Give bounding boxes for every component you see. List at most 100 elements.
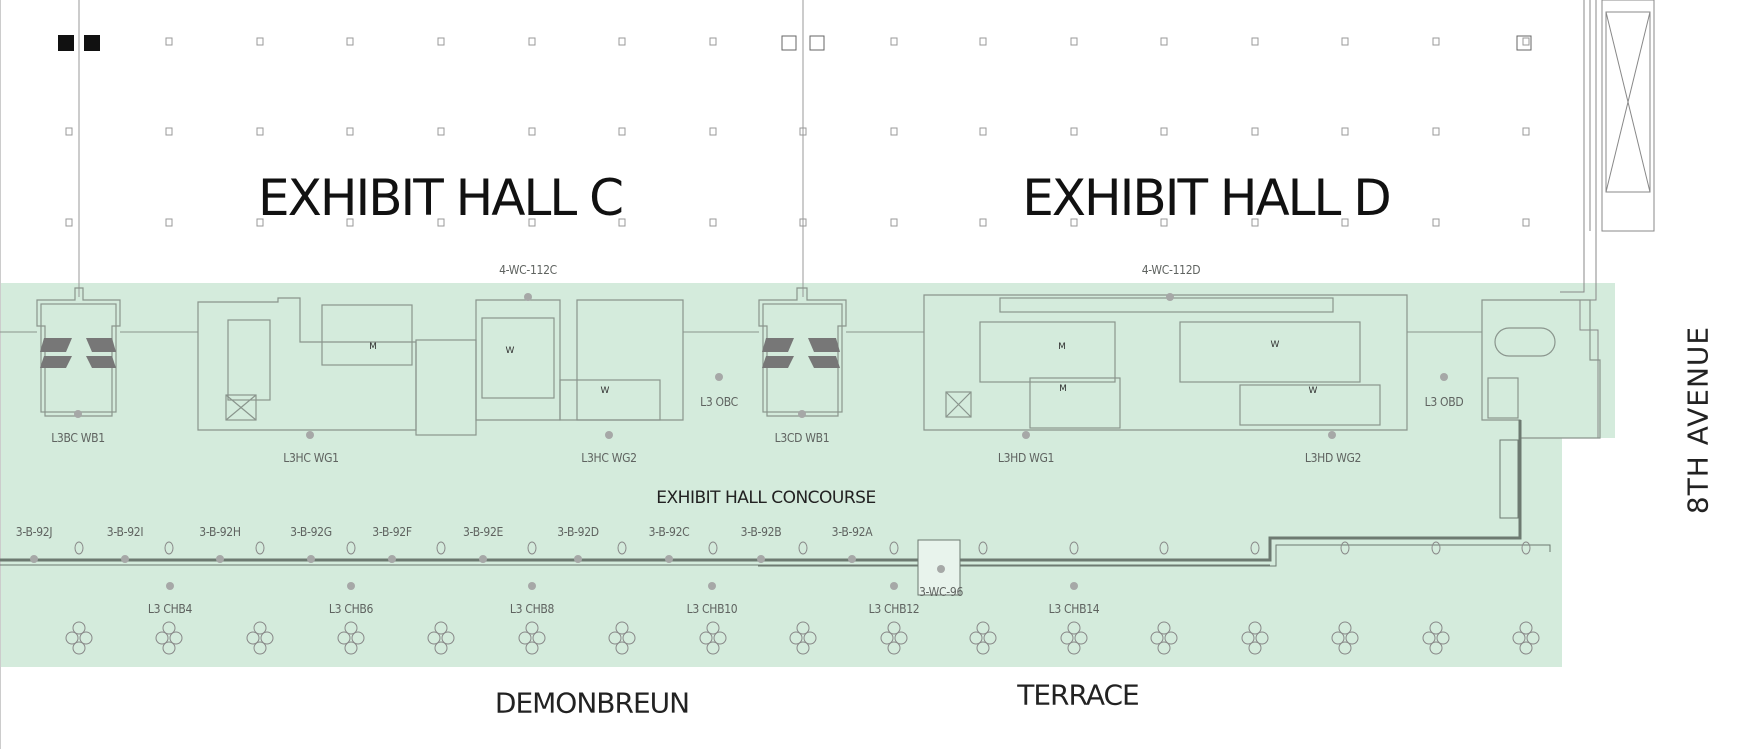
marker-dot-l3-obc[interactable] [715,373,723,381]
marker-dot-l3-obd[interactable] [1440,373,1448,381]
booth-marker-dot[interactable] [121,555,129,563]
column-marker [1070,127,1078,136]
booth-label[interactable]: 3-B-92F [372,525,412,539]
concourse-wall [0,420,1551,596]
chb-label[interactable]: L3 CHB14 [1048,602,1100,616]
column-marker [709,127,717,136]
planter-column [246,621,274,655]
column-marker [979,37,987,46]
column-marker [1251,37,1259,46]
marker-dot-l3bc-wb1[interactable] [74,410,82,418]
column-marker [256,37,264,46]
column [74,541,84,555]
concourse-area [0,283,1615,667]
column-marker [1341,218,1349,227]
booth-marker-dot[interactable] [30,555,38,563]
booth-label[interactable]: 3-B-92I [106,525,144,539]
planter-column [65,621,93,655]
chb-label[interactable]: L3 CHB4 [147,602,193,616]
marker-dot-wc-112d[interactable] [1166,293,1174,301]
column [164,541,174,555]
column-marker [256,218,264,227]
planter-column [1241,621,1269,655]
booth-label[interactable]: 3-B-92J [15,525,53,539]
marker-dot-wc-96[interactable] [937,565,945,573]
column [798,541,808,555]
chb-label[interactable]: L3 CHB8 [509,602,555,616]
planter-column [969,621,997,655]
street-terrace: TERRACE [1017,678,1139,712]
chb-marker-dot[interactable] [166,582,174,590]
planter-column [518,621,546,655]
column-marker [65,218,73,227]
mens-room-label: M [369,342,377,352]
booth-label[interactable]: 3-B-92D [557,525,599,539]
column-marker [346,218,354,227]
column [617,541,627,555]
womens-room-label: W [1270,340,1280,350]
planter-column [699,621,727,655]
column-marker [256,127,264,136]
womens-room-label: W [505,346,515,356]
chb-label[interactable]: L3 CHB12 [868,602,920,616]
booth-marker-dot[interactable] [574,555,582,563]
booth-label[interactable]: 3-B-92H [199,525,241,539]
column-marker [709,37,717,46]
marker-label-l3-obc[interactable]: L3 OBC [700,395,738,409]
booth-label[interactable]: 3-B-92G [290,525,332,539]
planter-column [1331,621,1359,655]
marker-label-wc-112d[interactable]: 4-WC-112D [1141,263,1201,277]
planter-column [1512,621,1540,655]
chb-marker-dot[interactable] [347,582,355,590]
planter-column [155,621,183,655]
marker-dot-l3hc-wg2[interactable] [605,431,613,439]
column [978,541,988,555]
chb-marker-dot[interactable] [708,582,716,590]
hall-d-label: EXHIBIT HALL D [1022,169,1392,227]
chb-label[interactable]: L3 CHB6 [328,602,374,616]
marker-label-l3hd-wg1[interactable]: L3HD WG1 [997,451,1055,465]
marker-dot-l3hc-wg1[interactable] [306,431,314,439]
marker-label-wc-112c[interactable]: 4-WC-112C [499,263,557,277]
booth-marker-dot[interactable] [388,555,396,563]
booth-marker-dot[interactable] [216,555,224,563]
marker-label-l3hc-wg1[interactable]: L3HC WG1 [283,451,339,465]
chb-label[interactable]: L3 CHB10 [686,602,738,616]
marker-label-l3hc-wg2[interactable]: L3HC WG2 [581,451,637,465]
booth-marker-dot[interactable] [848,555,856,563]
chb-marker-dot[interactable] [1070,582,1078,590]
chb-marker-dot[interactable] [528,582,536,590]
column [346,541,356,555]
marker-label-l3hd-wg2[interactable]: L3HD WG2 [1304,451,1362,465]
booth-marker-dot[interactable] [757,555,765,563]
marker-dot-l3hd-wg2[interactable] [1328,431,1336,439]
womens-room-label: W [600,386,610,396]
mens-room-label: M [1058,342,1066,352]
column [527,541,537,555]
booth-marker-dot[interactable] [307,555,315,563]
marker-dot-wc-112c[interactable] [524,293,532,301]
booth-label[interactable]: 3-B-92E [462,525,504,539]
column-marker [618,127,626,136]
booth-label[interactable]: 3-B-92A [831,525,873,539]
booth-marker-dot[interactable] [665,555,673,563]
marker-label-l3-obd[interactable]: L3 OBD [1424,395,1464,409]
column [1521,541,1531,555]
booth-label[interactable]: 3-B-92C [648,525,690,539]
concourse-label: EXHIBIT HALL CONCOURSE [656,488,876,508]
chb-marker-dot[interactable] [890,582,898,590]
marker-label-wc-96[interactable]: 3-WC-96 [918,585,964,599]
planter-column [337,621,365,655]
column-marker [346,37,354,46]
marker-label-l3bc-wb1[interactable]: L3BC WB1 [51,431,105,445]
column-marker [618,218,626,227]
marker-dot-l3cd-wb1[interactable] [798,410,806,418]
planter-column [608,621,636,655]
booth-label[interactable]: 3-B-92B [740,525,782,539]
column-marker [1341,127,1349,136]
booth-marker-dot[interactable] [479,555,487,563]
service-blocks [36,287,1601,439]
marker-dot-l3hd-wg1[interactable] [1022,431,1030,439]
marker-label-l3cd-wb1[interactable]: L3CD WB1 [774,431,830,445]
